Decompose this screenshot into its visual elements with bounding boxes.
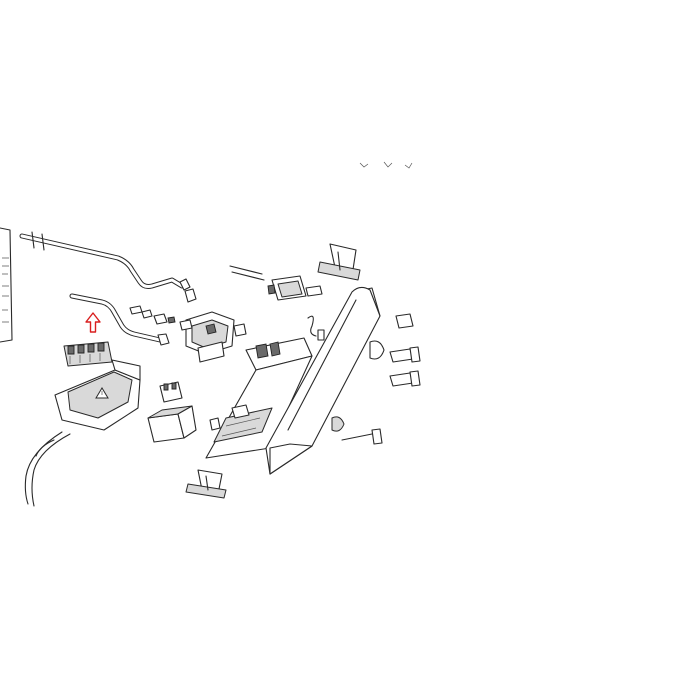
burner-housing bbox=[265, 286, 385, 475]
thermocouple-rods bbox=[229, 265, 265, 281]
up-arrow-outline-icon bbox=[85, 312, 101, 333]
upper-gas-pipe bbox=[19, 231, 197, 303]
control-board bbox=[205, 337, 313, 459]
tick-marks bbox=[359, 161, 413, 169]
gas-valve bbox=[179, 311, 247, 363]
wire-harness bbox=[24, 431, 71, 507]
connector-block bbox=[159, 381, 183, 403]
lower-pipe bbox=[69, 293, 176, 346]
solenoid bbox=[267, 275, 323, 301]
knob-set bbox=[341, 313, 421, 445]
mounting-bracket-upper bbox=[317, 243, 361, 281]
mounting-bracket-lower bbox=[185, 469, 227, 499]
transformer-box bbox=[147, 405, 197, 443]
left-edge-fragment bbox=[0, 227, 13, 343]
terminal-block bbox=[63, 341, 113, 367]
spring-clip bbox=[307, 315, 325, 341]
cover-plate bbox=[54, 359, 141, 431]
